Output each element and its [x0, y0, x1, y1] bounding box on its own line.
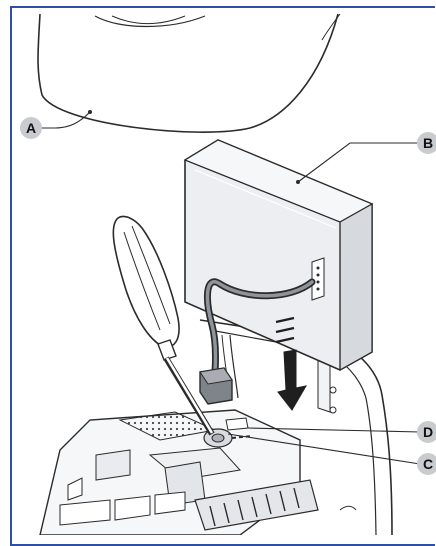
callout-d: D — [417, 421, 436, 443]
cover — [37, 13, 341, 133]
terminal-block — [194, 479, 319, 531]
installation-diagram: A B D C — [20, 13, 436, 535]
callout-c-label: C — [423, 456, 433, 472]
module-box — [183, 139, 374, 372]
callout-b-label: B — [423, 135, 433, 151]
module-connector-port — [311, 257, 325, 301]
callout-a-label: A — [26, 120, 36, 136]
callout-a: A — [20, 117, 42, 139]
cable-plug — [199, 367, 233, 405]
connector-socket — [225, 417, 249, 431]
terminal-slot — [231, 435, 253, 439]
cable — [204, 278, 316, 376]
leader-lines — [40, 110, 421, 465]
down-arrow-icon — [275, 316, 307, 411]
screwdriver-icon — [112, 215, 215, 436]
callout-c: C — [417, 453, 436, 475]
callout-b: B — [417, 132, 436, 154]
callout-d-label: D — [423, 424, 433, 440]
circuit-board — [39, 409, 319, 535]
